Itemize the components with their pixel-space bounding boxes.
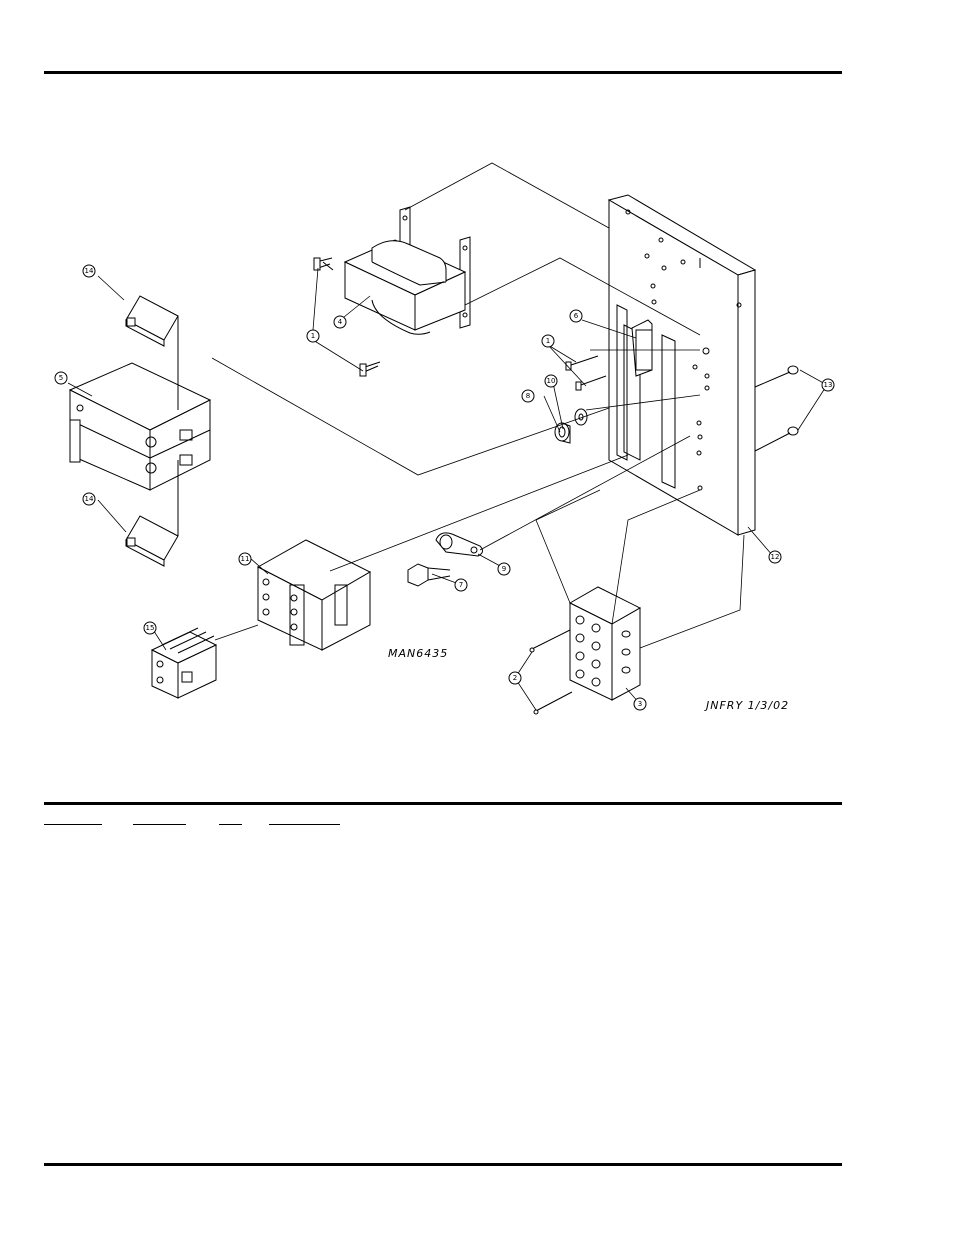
svg-text:2: 2 — [513, 674, 517, 682]
column-header-3 — [219, 815, 242, 825]
leader-lines — [67, 267, 828, 711]
mounting-panel — [607, 194, 757, 536]
svg-text:6: 6 — [574, 312, 579, 320]
svg-text:1: 1 — [311, 332, 315, 340]
callout-15: 15 — [143, 621, 157, 635]
lug — [435, 532, 484, 557]
column-header-4 — [269, 815, 340, 825]
washer — [574, 408, 588, 426]
bolt — [407, 563, 451, 587]
svg-text:5: 5 — [59, 374, 63, 382]
drafter-date: JNFRY 1/3/02 — [704, 699, 789, 712]
drawing-number: MAN6435 — [388, 647, 448, 660]
callout-14a: 14 — [82, 264, 96, 278]
svg-text:9: 9 — [502, 565, 506, 573]
column-header-1 — [44, 815, 102, 825]
assembly-lines — [211, 162, 745, 649]
callout-9: 9 — [497, 562, 511, 576]
callout-1b: 1 — [541, 334, 555, 348]
contactor — [256, 539, 372, 651]
callout-2: 2 — [508, 671, 522, 685]
circuit-breaker — [68, 362, 212, 491]
svg-text:14: 14 — [85, 267, 94, 275]
panel-holes — [625, 209, 742, 491]
svg-text:11: 11 — [241, 555, 250, 563]
transformer — [343, 206, 471, 335]
terminal-strip — [568, 586, 642, 701]
svg-text:10: 10 — [547, 377, 556, 385]
svg-text:4: 4 — [338, 318, 343, 326]
standoffs — [754, 365, 799, 452]
bushing — [554, 422, 571, 444]
screws-terminal — [529, 629, 573, 715]
screws-transformer — [313, 257, 381, 377]
callout-12: 12 — [768, 550, 782, 564]
callout-3: 3 — [633, 697, 647, 711]
svg-text:12: 12 — [771, 553, 780, 561]
auxiliary-contact — [150, 627, 218, 699]
callout-7: 7 — [454, 578, 468, 592]
exploded-parts-diagram: 1 1 2 3 4 5 6 7 8 9 10 11 12 13 14 14 15… — [54, 162, 835, 715]
svg-text:14: 14 — [85, 495, 94, 503]
bottom-rule — [44, 1163, 842, 1166]
svg-text:3: 3 — [638, 700, 642, 708]
callout-1a: 1 — [306, 329, 320, 343]
svg-text:7: 7 — [459, 581, 463, 589]
svg-text:8: 8 — [526, 392, 530, 400]
callout-11: 11 — [238, 552, 252, 566]
callout-13: 13 — [821, 378, 835, 392]
callout-5: 5 — [54, 371, 68, 385]
svg-text:1: 1 — [546, 337, 550, 345]
callout-4: 4 — [333, 315, 347, 329]
bracket-bottom — [125, 460, 179, 567]
bracket-top — [125, 295, 179, 410]
callout-14b: 14 — [82, 492, 96, 506]
callout-10: 10 — [544, 374, 558, 388]
screws-bracket — [565, 355, 607, 391]
callout-8: 8 — [521, 389, 535, 403]
column-header-2 — [133, 815, 186, 825]
callout-6: 6 — [569, 309, 583, 323]
terminal-bracket — [631, 319, 653, 377]
table-top-rule — [44, 802, 842, 805]
top-rule — [44, 71, 842, 74]
svg-text:15: 15 — [146, 624, 155, 632]
svg-text:13: 13 — [824, 381, 833, 389]
